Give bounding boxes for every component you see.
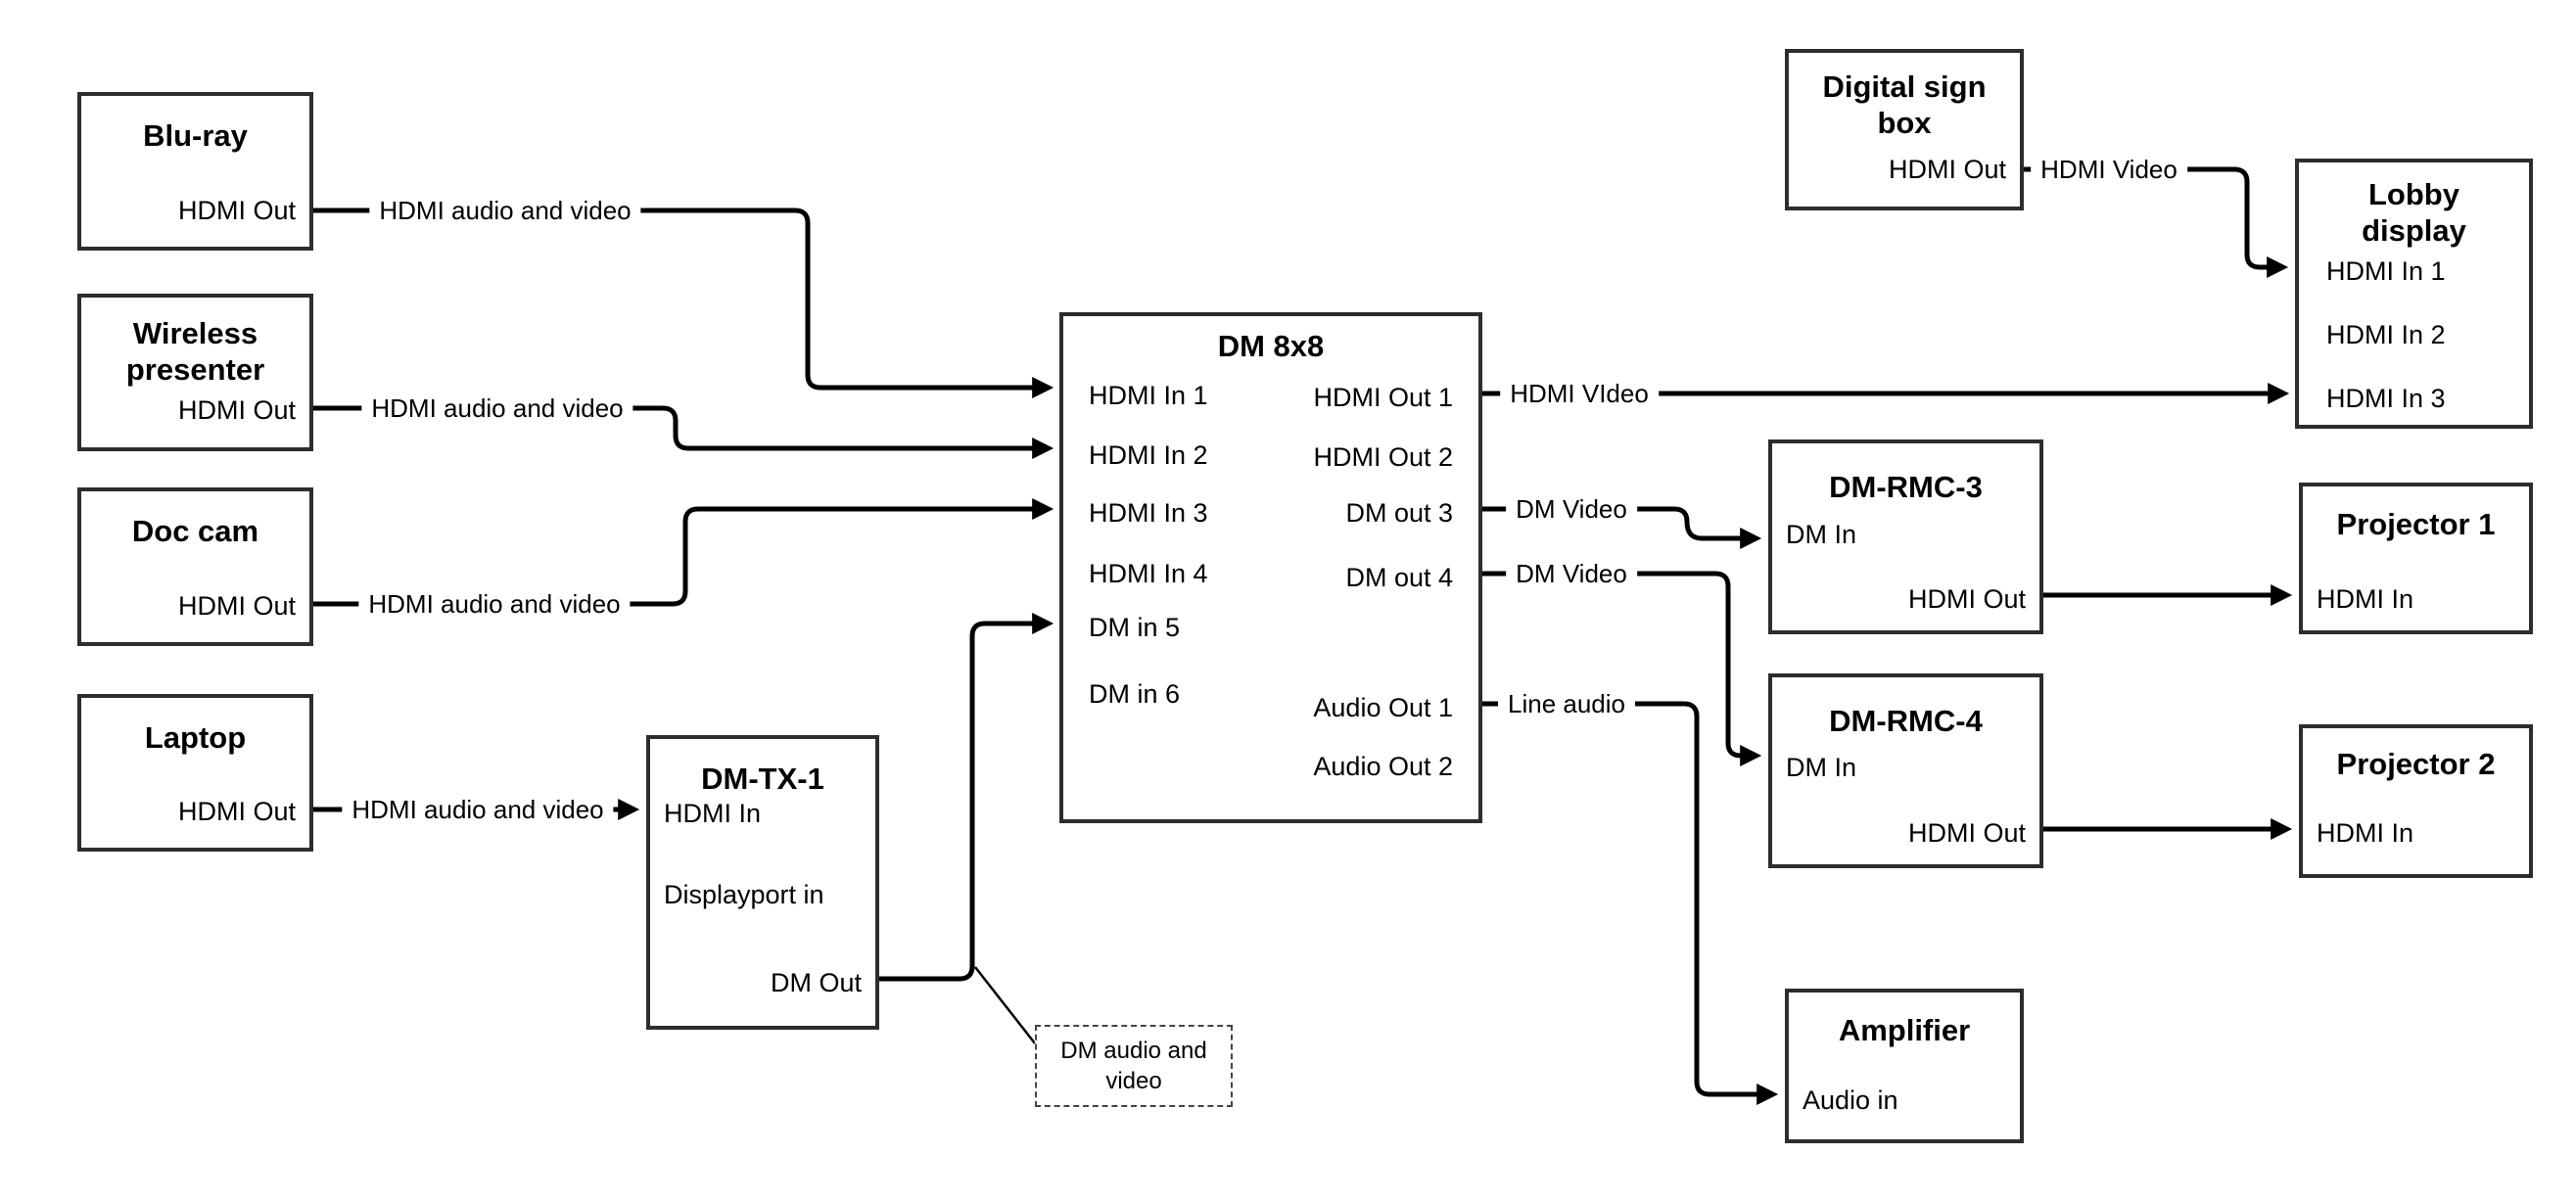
wire-label-dm-video-out4: DM Video — [1506, 559, 1637, 588]
digital-sign-box-node: Digital sign box HDMI Out — [1785, 49, 2024, 210]
wire-dm8x8-out3-to-dmrmc3 — [1482, 506, 1762, 549]
dm-8x8-port-dm-in-5: DM in 5 — [1089, 613, 1181, 642]
wire-dmtx1-to-dm8x8-in5 — [879, 613, 1054, 982]
dm-tx-1-port-hdmi-in: HDMI In — [664, 799, 762, 828]
dm-rmc-3-port-hdmi-out: HDMI Out — [1907, 584, 2026, 614]
dm-8x8-port-hdmi-out-1: HDMI Out 1 — [1313, 383, 1453, 412]
dm-8x8-port-hdmi-in-3: HDMI In 3 — [1089, 498, 1208, 528]
wire-label-hdmi-video-sign: HDMI Video — [2031, 155, 2187, 184]
laptop-node: Laptop HDMI Out — [77, 694, 313, 852]
wire-wireless-to-dm8x8-in2 — [313, 405, 1054, 459]
wire-label-line-audio: Line audio — [1498, 689, 1635, 718]
digital-sign-box-title: Digital sign box — [1822, 69, 1987, 140]
projector-1-title: Projector 1 — [2336, 507, 2496, 541]
amplifier-title: Amplifier — [1838, 1013, 1971, 1047]
bluray-port-hdmi-out: HDMI Out — [177, 196, 296, 225]
laptop-title: Laptop — [144, 720, 247, 755]
wire-label-doccam: HDMI audio and video — [358, 589, 631, 619]
wire-label-dm-video-out3: DM Video — [1506, 494, 1637, 524]
bluray-node: Blu-ray HDMI Out — [77, 92, 313, 251]
lobby-port-hdmi-in-1: HDMI In 1 — [2326, 256, 2446, 286]
dm-8x8-port-dm-in-6: DM in 6 — [1089, 679, 1181, 709]
dm-8x8-port-audio-out-1: Audio Out 1 — [1313, 693, 1453, 722]
dm-8x8-port-hdmi-in-1: HDMI In 1 — [1089, 381, 1208, 410]
wireless-presenter-title: Wireless presenter — [125, 316, 265, 387]
dm-rmc-4-port-hdmi-out: HDMI Out — [1907, 818, 2026, 848]
dm-audio-video-note: DM audio and video — [1035, 1025, 1233, 1107]
dm-8x8-node: DM 8x8 HDMI In 1 HDMI In 2 HDMI In 3 HDM… — [1059, 312, 1482, 823]
wire-doccam-to-dm8x8-in3 — [313, 498, 1054, 607]
doc-cam-port-hdmi-out: HDMI Out — [177, 591, 296, 621]
amplifier-port-audio-in: Audio in — [1803, 1086, 1898, 1115]
wire-dm8x8-aout1-to-amplifier — [1482, 701, 1779, 1105]
wire-label-laptop: HDMI audio and video — [342, 795, 614, 824]
projector-2-title: Projector 2 — [2336, 747, 2496, 781]
wire-label-wireless: HDMI audio and video — [361, 393, 633, 423]
dm-rmc-4-node: DM-RMC-4 DM In HDMI Out — [1768, 673, 2043, 868]
projector-1-node: Projector 1 HDMI In — [2299, 483, 2533, 634]
dm-rmc-3-port-dm-in: DM In — [1786, 520, 1857, 549]
projector-2-port-hdmi-in: HDMI In — [2317, 818, 2414, 848]
wire-sign-to-lobby-in1 — [2024, 166, 2289, 278]
dm-tx-1-port-displayport-in: Displayport in — [664, 880, 824, 909]
dm-tx-1-title: DM-TX-1 — [701, 762, 824, 796]
doc-cam-title: Doc cam — [131, 514, 259, 548]
digital-sign-port-hdmi-out: HDMI Out — [1888, 155, 2006, 184]
lobby-port-hdmi-in-3: HDMI In 3 — [2326, 384, 2446, 413]
dm-8x8-port-hdmi-in-4: HDMI In 4 — [1089, 559, 1208, 588]
dm-rmc-3-node: DM-RMC-3 DM In HDMI Out — [1768, 439, 2043, 634]
dm-rmc-3-title: DM-RMC-3 — [1829, 470, 1983, 504]
dm-8x8-port-dm-out-4: DM out 4 — [1345, 563, 1453, 592]
dm-rmc-4-port-dm-in: DM In — [1786, 753, 1857, 782]
bluray-title: Blu-ray — [143, 118, 248, 153]
wire-bluray-to-dm8x8-in1 — [313, 208, 1054, 398]
wire-dm8x8-out4-to-dmrmc4 — [1482, 571, 1762, 766]
dm-8x8-title: DM 8x8 — [1217, 329, 1325, 363]
dm-rmc-4-title: DM-RMC-4 — [1829, 704, 1983, 738]
dm-tx-1-node: DM-TX-1 HDMI In Displayport in DM Out — [646, 735, 879, 1030]
projector-1-port-hdmi-in: HDMI In — [2317, 584, 2414, 614]
dm-8x8-port-dm-out-3: DM out 3 — [1345, 498, 1453, 528]
wire-label-bluray: HDMI audio and video — [369, 196, 641, 225]
note-pointer-line — [974, 966, 1036, 1044]
projector-2-node: Projector 2 HDMI In — [2299, 724, 2533, 878]
dm-tx-1-port-dm-out: DM Out — [770, 968, 862, 997]
dm-8x8-port-hdmi-in-2: HDMI In 2 — [1089, 440, 1208, 470]
lobby-display-node: Lobby display HDMI In 1 HDMI In 2 HDMI I… — [2295, 159, 2533, 429]
amplifier-node: Amplifier Audio in — [1785, 989, 2024, 1143]
laptop-port-hdmi-out: HDMI Out — [177, 797, 296, 826]
dm-8x8-port-audio-out-2: Audio Out 2 — [1313, 752, 1453, 781]
wireless-presenter-node: Wireless presenter HDMI Out — [77, 294, 313, 451]
wire-label-hdmi-video-out1: HDMI VIdeo — [1500, 379, 1659, 408]
lobby-port-hdmi-in-2: HDMI In 2 — [2326, 320, 2446, 349]
dm-8x8-port-hdmi-out-2: HDMI Out 2 — [1313, 442, 1453, 472]
wireless-port-hdmi-out: HDMI Out — [177, 395, 296, 425]
doc-cam-node: Doc cam HDMI Out — [77, 487, 313, 646]
lobby-display-title: Lobby display — [2362, 177, 2466, 248]
